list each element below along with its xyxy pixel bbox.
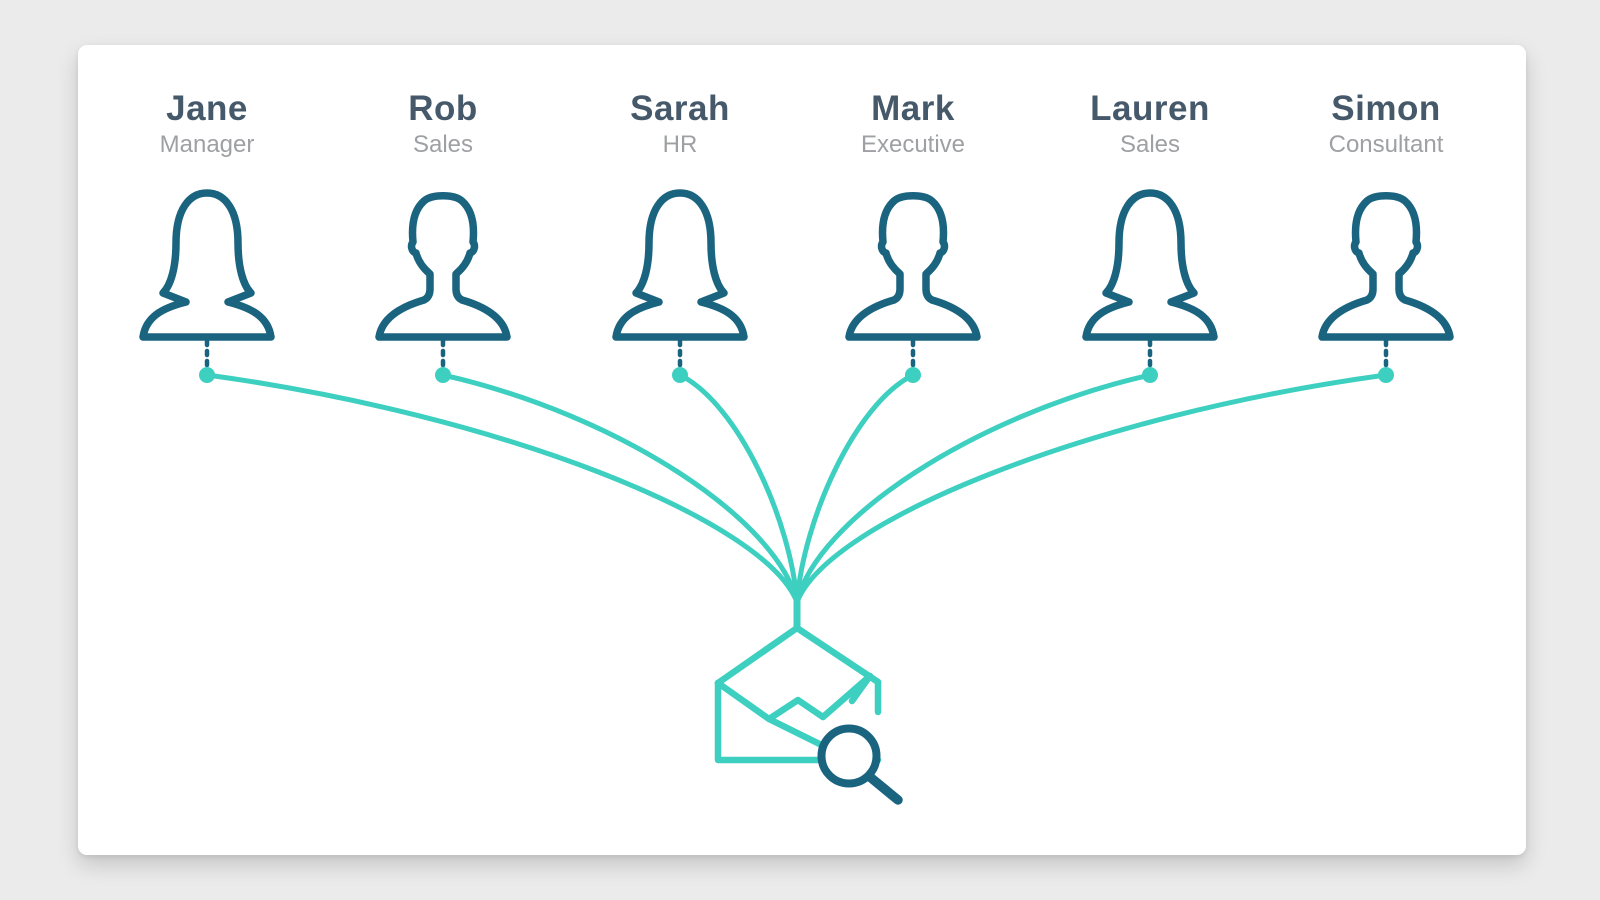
person-role-label: Manager	[159, 131, 255, 158]
person-name-label: Rob	[408, 89, 478, 128]
person-name-label: Mark	[871, 89, 955, 128]
person-role-label: HR	[662, 131, 698, 158]
person-name-label: Simon	[1331, 89, 1441, 128]
person-name-label: Lauren	[1090, 89, 1210, 128]
person-name-label: Sarah	[630, 89, 730, 128]
person-role-label: Executive	[860, 131, 966, 158]
person-role-label: Consultant	[1328, 131, 1444, 158]
person-role-label: Sales	[1119, 131, 1181, 158]
person-name-label: Jane	[166, 89, 248, 128]
person-role-label: Sales	[412, 131, 474, 158]
